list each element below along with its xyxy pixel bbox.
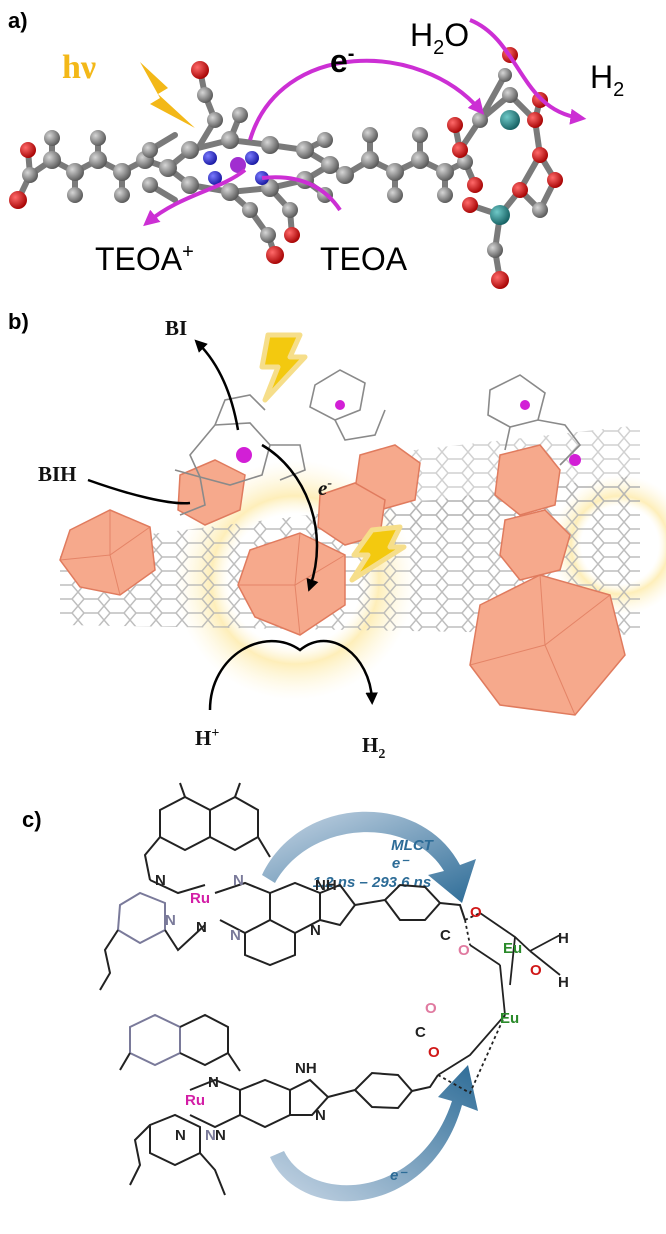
n-label-2: N [233, 872, 244, 889]
eu-label-bottom: Eu [500, 1010, 519, 1027]
lightning-bolt-icon [140, 62, 195, 128]
ru-label-top: Ru [190, 890, 210, 907]
n-label-11: N [315, 1107, 326, 1124]
eu-core-bonds [437, 912, 561, 1095]
teoa-plus-label: TEOA+ [95, 241, 194, 277]
panel-a-graphic: a) [8, 8, 624, 289]
nh-label-1: NH [315, 877, 337, 894]
n-label-4: N [196, 919, 207, 936]
electron-arrow-b [261, 443, 319, 592]
teoa-oxidation-arrow [143, 168, 247, 227]
electron-arrow-c [270, 1065, 478, 1202]
h-label-1: H [558, 930, 569, 947]
mlct-arrow [262, 811, 476, 903]
lightning-bolt-icon-2 [349, 524, 407, 583]
water-reduction-arrow [469, 18, 587, 125]
teoa-label: TEOA [320, 241, 408, 277]
metal-center-3 [520, 400, 530, 410]
metal-center-2 [335, 400, 345, 410]
n-label-9: N [175, 1127, 186, 1144]
mlct-label: MLCT [391, 837, 434, 854]
hydrogen-label-b: H2 [362, 733, 385, 762]
panel-c: c) MLCT e⁻ 1.2 ns – 293.6 ns e⁻ [0, 775, 666, 1234]
gray-atoms [22, 68, 548, 258]
panel-b-label: b) [8, 309, 29, 334]
o-label-water: O [530, 962, 542, 979]
bih-arrow [87, 478, 191, 505]
lightning-bolt-icon-1 [259, 332, 308, 403]
nh-label-2: NH [295, 1060, 317, 1077]
electron-label-a: e- [330, 43, 354, 79]
ru-label-bottom: Ru [185, 1092, 205, 1109]
n-label-3: N [165, 912, 176, 929]
metal-center [230, 157, 246, 173]
lower-ru-complex [119, 1013, 439, 1196]
panel-a: a) [0, 0, 666, 305]
water-label: H2O [410, 17, 469, 59]
panel-c-graphic: c) MLCT e⁻ 1.2 ns – 293.6 ns e⁻ [22, 782, 569, 1202]
teoa-feed-arrow [261, 175, 342, 212]
o-label-2: O [458, 942, 470, 959]
n-label-8: N [215, 1127, 226, 1144]
photosensitizer-complexes [174, 369, 582, 516]
electron-bottom-label: e⁻ [390, 1167, 408, 1184]
hydrogen-label-a: H2 [590, 59, 624, 101]
o-label-3: O [425, 1000, 437, 1017]
n-label-5: N [230, 927, 241, 944]
eu-label-top: Eu [503, 940, 522, 957]
n-label-1: N [155, 872, 166, 889]
cluster-edges [59, 510, 611, 716]
n-label-7: N [208, 1074, 219, 1091]
proton-label: H+ [195, 726, 219, 750]
panel-a-label: a) [8, 8, 28, 33]
n-label-6: N [310, 922, 321, 939]
bi-arrow [194, 339, 240, 431]
cluster-metal-atoms [490, 110, 520, 225]
n-label-10: N [205, 1127, 216, 1144]
metal-center-4 [569, 454, 581, 466]
h-label-2: H [558, 974, 569, 991]
electron-top-label: e⁻ [392, 855, 410, 872]
panel-b-graphic: b) BI BIH [8, 309, 666, 762]
o-label-1: O [470, 904, 482, 921]
electron-label-b: e- [318, 476, 332, 500]
c-label-2: C [415, 1024, 426, 1041]
metal-center-1 [236, 447, 252, 463]
panel-b: b) BI BIH [0, 305, 666, 775]
o-label-4: O [428, 1044, 440, 1061]
upper-ru-complex [99, 782, 466, 991]
metal-oxide-clusters [59, 444, 626, 716]
hydrogen-evolution-arrow [208, 639, 378, 711]
bi-label: BI [165, 316, 187, 340]
c-label-1: C [440, 927, 451, 944]
hv-label: hν [62, 49, 96, 86]
panel-c-label: c) [22, 807, 42, 832]
bih-label: BIH [38, 462, 77, 486]
electron-transfer-arrow [248, 58, 485, 141]
oxygen-atoms [9, 47, 563, 289]
